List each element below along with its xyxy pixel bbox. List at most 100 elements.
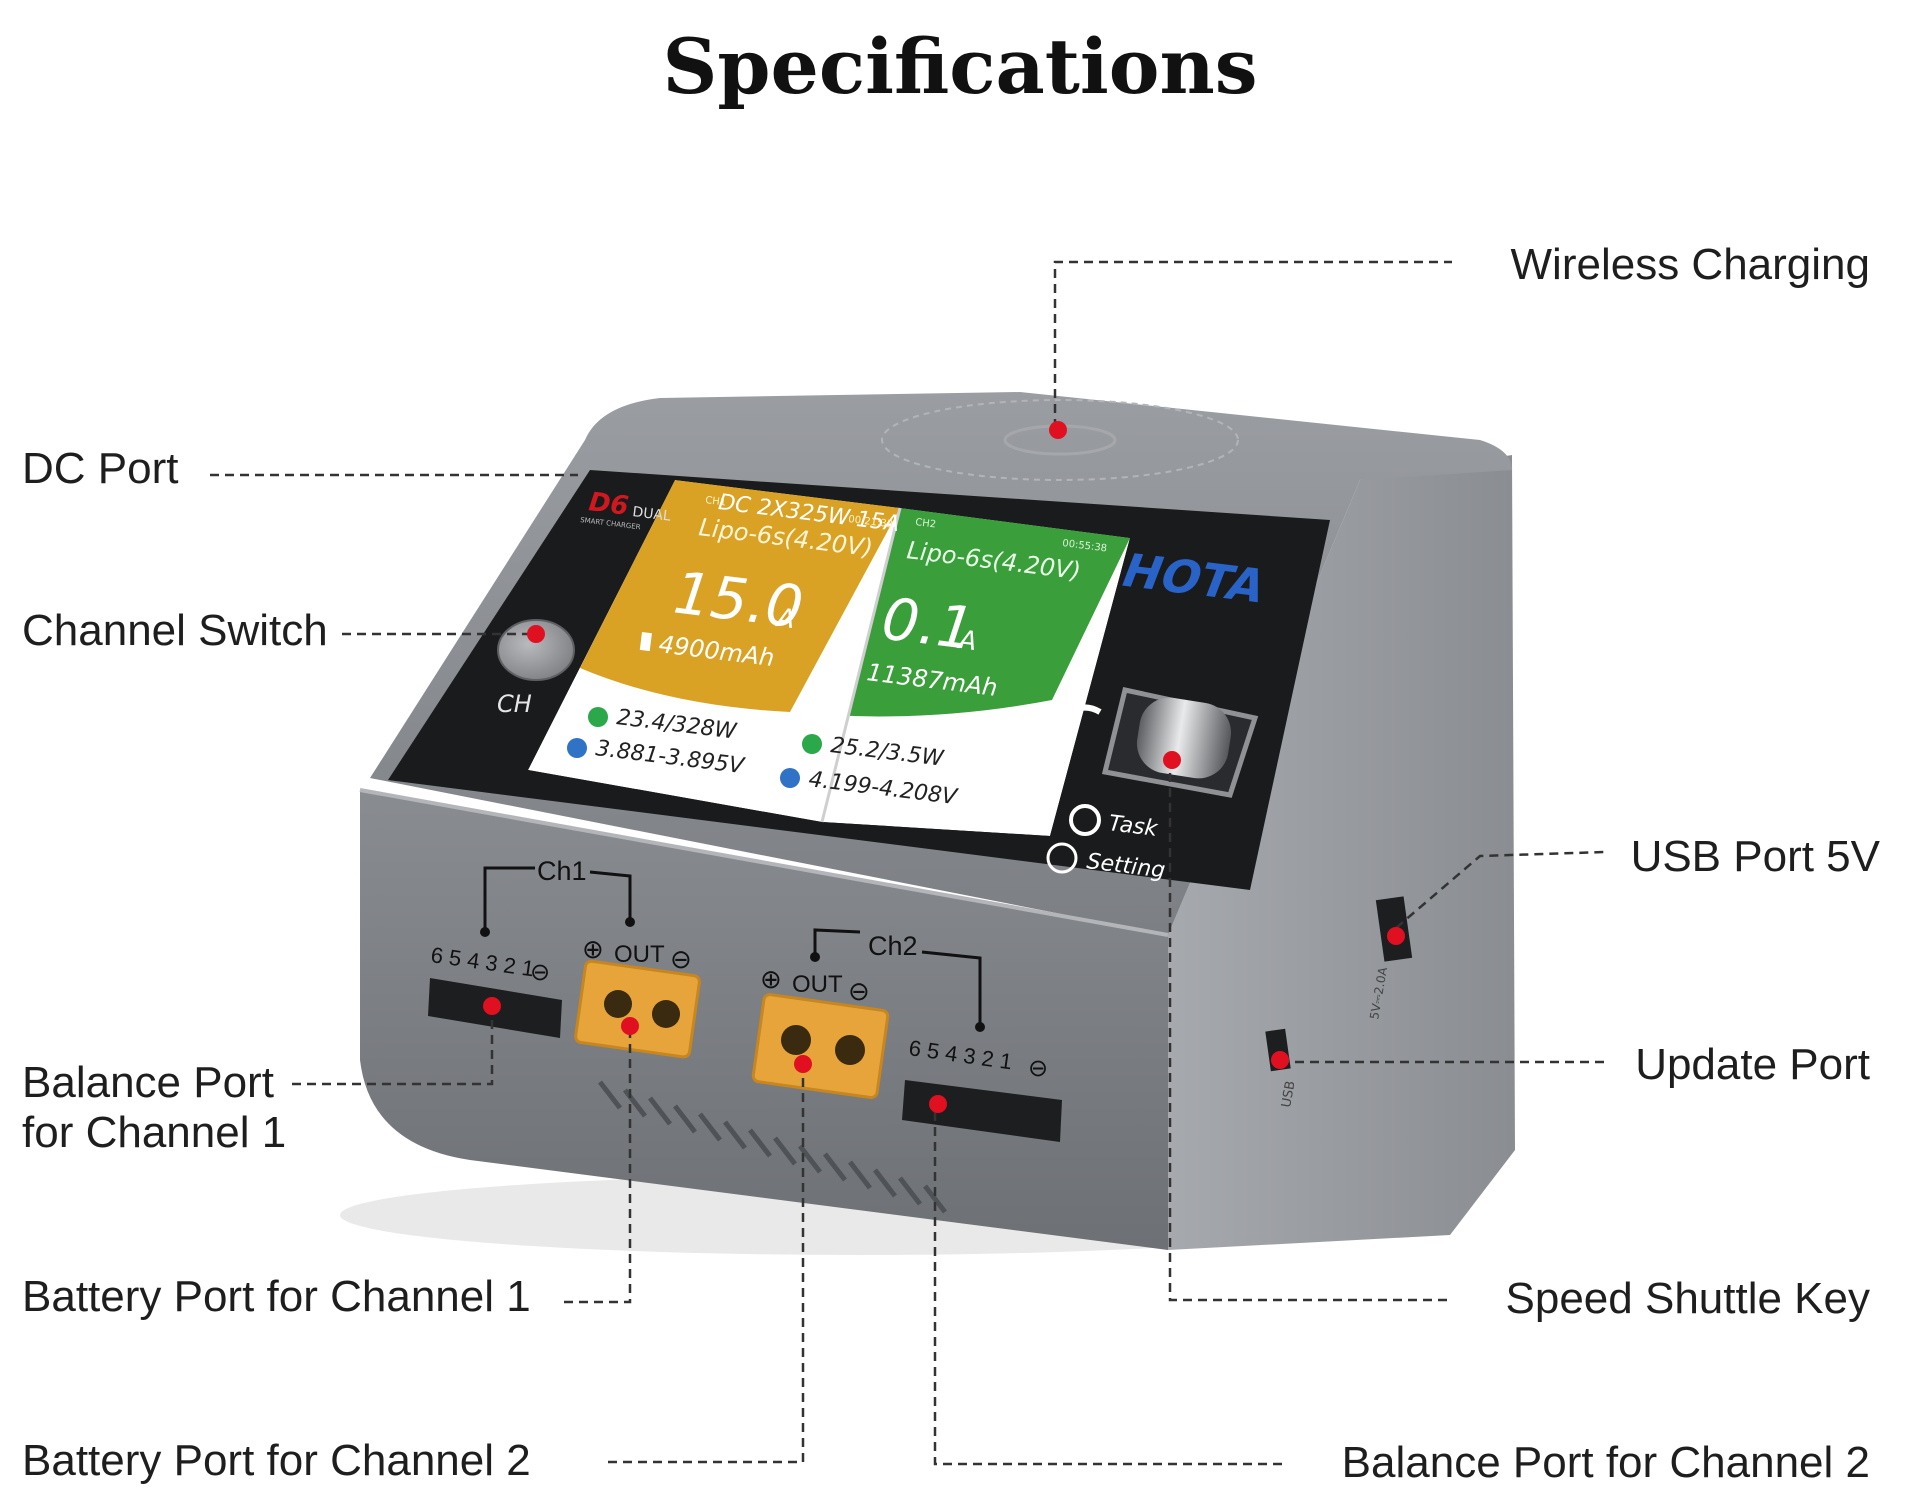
ch1-bracket-dot-left (480, 927, 490, 937)
ch2-bracket-dot-right (975, 1022, 985, 1032)
ch1-out-label: OUT (614, 941, 665, 968)
vent-grille (598, 1080, 947, 1214)
ch2-voltage-icon (780, 768, 800, 788)
ch1-balance-minus-symbol: ⊖ (530, 958, 550, 986)
callout-balance-ch1-line1: Balance Port (22, 1058, 274, 1107)
leader-balance-ch2 (933, 1112, 1285, 1466)
ch2-power-icon (802, 734, 822, 754)
callout-speed-shuttle-key: Speed Shuttle Key (1505, 1274, 1870, 1323)
vent-slot (923, 1184, 947, 1214)
setting-indicator-icon (1046, 842, 1078, 874)
marker-usb-5v (1387, 927, 1405, 945)
vent-slot (748, 1128, 772, 1158)
ch1-unit: A (773, 603, 796, 635)
vent-slot (773, 1136, 797, 1166)
ch1-plus-symbol: ⊕ (582, 935, 604, 965)
vent-slot (673, 1104, 697, 1134)
leader-wireless (1053, 260, 1452, 428)
edge-highlight (359, 788, 1169, 937)
ch1-minus-symbol: ⊖ (670, 945, 692, 975)
marker-battery-ch1 (621, 1017, 639, 1035)
markers (483, 421, 1405, 1113)
ch-button-label: CH (497, 690, 532, 718)
ch1-bracket-dot-right (625, 917, 635, 927)
channel-switch-button[interactable] (497, 619, 575, 681)
model-logo-dual: DUAL (632, 504, 672, 525)
ch1-xt60-pin-right (652, 1000, 680, 1028)
callout-battery-ch1: Battery Port for Channel 1 (22, 1272, 531, 1321)
marker-battery-ch2 (794, 1055, 812, 1073)
ch2-battery-port[interactable] (751, 993, 890, 1100)
ch2-balance-port[interactable] (902, 1080, 1062, 1142)
vent-slot (823, 1152, 847, 1182)
ch1-bracket (483, 866, 632, 930)
ch2-bracket-dot-left (810, 952, 820, 962)
lcd-ch1-top (580, 480, 900, 712)
callout-dc-port: DC Port (22, 444, 179, 493)
ch1-bracket-label: Ch1 (537, 856, 587, 886)
callout-update-port: Update Port (1635, 1040, 1870, 1089)
task-label: Task (1107, 811, 1160, 842)
leader-balance-ch1 (292, 1010, 494, 1086)
marker-wireless (1049, 421, 1067, 439)
leader-battery-ch1 (564, 1030, 632, 1304)
vent-slot (798, 1144, 822, 1174)
ch1-xt60-pin-left (604, 990, 632, 1018)
push-arrow-icon (1047, 721, 1066, 757)
ch2-tag: CH2 (915, 517, 937, 530)
ch1-time: 00:21:33 (848, 514, 894, 530)
vent-slot (848, 1160, 872, 1190)
vent-slot (623, 1088, 647, 1118)
ch2-bracket (813, 928, 982, 1025)
vent-slot (598, 1080, 622, 1110)
marker-channel-switch (527, 625, 545, 643)
vent-slot (698, 1112, 722, 1142)
model-logo: D6 (587, 487, 630, 522)
vent-slot (898, 1176, 922, 1206)
vent-slot (873, 1168, 897, 1198)
ch1-voltage-icon (567, 738, 587, 758)
leader-usb-5v (1395, 850, 1606, 929)
callout-balance-ch1-line2: for Channel 1 (22, 1108, 287, 1157)
ch2-balance-minus-symbol: ⊖ (1028, 1054, 1048, 1082)
ch2-battery-icon (845, 660, 858, 680)
ch2-out-label: OUT (792, 971, 843, 998)
marker-update-port (1271, 1051, 1289, 1069)
ch2-xt60-pin-right (835, 1035, 865, 1065)
ch2-xt60-pin-left (781, 1025, 811, 1055)
callout-wireless-charging: Wireless Charging (1510, 240, 1870, 289)
ch1-power-icon (588, 707, 608, 727)
ch2-current: 0.1 (878, 584, 978, 663)
usb-side-label: USB (1279, 1080, 1298, 1109)
marker-balance-ch1 (483, 997, 501, 1015)
ch2-minus-symbol: ⊖ (848, 977, 870, 1007)
task-indicator-icon (1069, 804, 1101, 836)
callout-channel-switch: Channel Switch (22, 606, 328, 655)
vent-slot (723, 1120, 747, 1150)
ch2-time: 00:55:38 (1062, 538, 1108, 554)
leader-lines (210, 260, 1610, 1466)
ch2-bracket-label: Ch2 (868, 931, 918, 961)
rotate-arrow-icon (1057, 704, 1102, 723)
ch1-battery-port[interactable] (574, 959, 701, 1059)
ch1-tag: CH1 (705, 495, 727, 508)
leader-battery-ch2 (608, 1066, 805, 1464)
right-side-panel (1168, 455, 1515, 1250)
wireless-pad (881, 399, 1239, 481)
ch1-battery-icon (639, 632, 652, 652)
speed-shuttle-knob[interactable] (1133, 693, 1236, 782)
callout-battery-ch2: Battery Port for Channel 2 (22, 1436, 531, 1485)
ch2-unit: A (955, 625, 978, 657)
vent-slot (648, 1096, 672, 1126)
callout-usb-port-5v: USB Port 5V (1630, 832, 1880, 881)
leader-speed-shuttle (1168, 758, 1452, 1302)
marker-balance-ch2 (929, 1095, 947, 1113)
lcd-divider (820, 507, 902, 823)
ch1-current: 15.0 (670, 558, 806, 641)
ch2-plus-symbol: ⊕ (760, 965, 782, 995)
marker-speed-shuttle (1163, 751, 1181, 769)
callout-balance-ch2: Balance Port for Channel 2 (1341, 1438, 1870, 1487)
page-title: Specifications (662, 22, 1258, 111)
